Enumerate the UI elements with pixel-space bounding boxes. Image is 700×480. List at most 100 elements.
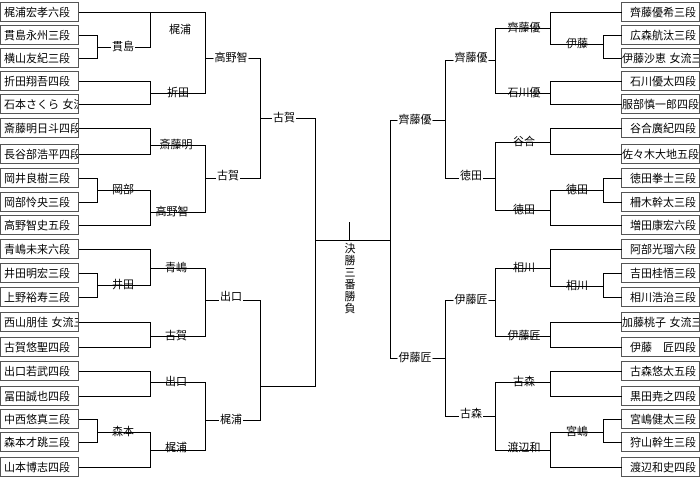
winner-label-left: 出口 <box>219 290 243 304</box>
bracket-line <box>603 35 622 36</box>
bracket-line <box>550 190 604 191</box>
winner-label-left: 梶浦 <box>164 441 188 455</box>
bracket-line <box>150 249 151 286</box>
bracket-line <box>550 286 604 287</box>
player-right-8: 柵木幹太三段 <box>621 192 700 212</box>
player-right-0: 齊藤優希三段 <box>621 2 700 22</box>
bracket-line <box>150 212 206 213</box>
bracket-line <box>550 371 622 372</box>
winner-label-right: 伊藤 <box>565 37 589 51</box>
player-right-10: 阿部光瑠六段 <box>621 239 700 259</box>
bracket-line <box>79 225 151 226</box>
player-left-6: 長谷部浩平四段 <box>0 144 79 164</box>
player-left-5: 斎藤明日斗四段 <box>0 118 79 138</box>
bracket-line <box>150 268 206 269</box>
player-left-0: 梶浦宏孝六段 <box>0 2 79 22</box>
player-right-13: 加藤桃子 女流三段 <box>621 312 700 332</box>
bracket-line <box>79 202 98 203</box>
bracket-line <box>150 190 151 226</box>
bracket-line <box>79 12 151 13</box>
bracket-line <box>550 396 622 397</box>
bracket-line <box>495 210 551 211</box>
bracket-line <box>550 190 551 226</box>
final-label-char: 番 <box>344 278 356 291</box>
bracket-line <box>550 225 622 226</box>
bracket-line <box>79 442 98 443</box>
bracket-line <box>79 273 98 274</box>
winner-label-left: 古賀 <box>272 111 296 125</box>
bracket-line <box>150 93 206 94</box>
player-left-14: 古賀悠聖四段 <box>0 337 79 357</box>
bracket-line <box>495 268 496 337</box>
bracket-line <box>79 297 98 298</box>
final-label-char: 三 <box>344 266 356 279</box>
bracket-line <box>550 128 622 129</box>
bracket-line <box>150 322 151 348</box>
player-left-17: 中西悠真三段 <box>0 409 79 429</box>
bracket-line <box>550 128 551 155</box>
bracket-line <box>150 12 151 48</box>
bracket-line <box>205 268 206 337</box>
player-left-11: 井田明宏三段 <box>0 263 79 283</box>
bracket-line <box>603 273 622 274</box>
bracket-line <box>150 128 151 155</box>
player-right-5: 谷合廣紀四段 <box>621 118 700 138</box>
bracket-line <box>79 419 98 420</box>
player-right-19: 渡辺和史四段 <box>621 457 700 477</box>
winner-label-left: 古賀 <box>164 329 188 343</box>
player-left-1: 貫島永州三段 <box>0 25 79 45</box>
player-right-18: 狩山幹生三段 <box>621 432 700 452</box>
bracket-line <box>205 145 206 213</box>
winner-label-left: 高野智 <box>213 51 249 65</box>
winner-label-right: 渡辺和 <box>506 441 542 455</box>
bracket-line <box>150 336 206 337</box>
bracket-line <box>550 154 622 155</box>
final-label-char: 決 <box>344 242 356 255</box>
player-left-12: 上野裕寿三段 <box>0 287 79 307</box>
bracket-line <box>260 300 261 421</box>
winner-label-right: 伊藤匠 <box>397 351 433 365</box>
player-right-11: 吉田桂悟三段 <box>621 263 700 283</box>
bracket-line <box>150 450 206 451</box>
bracket-line <box>603 442 622 443</box>
bracket-line <box>603 58 622 59</box>
player-left-9: 高野智史五段 <box>0 215 79 235</box>
bracket-line <box>495 142 496 211</box>
bracket-line <box>315 118 316 387</box>
bracket-line <box>79 81 151 82</box>
bracket-line <box>603 178 622 179</box>
bracket-line <box>495 28 551 29</box>
bracket-line <box>550 467 622 468</box>
player-right-1: 広森航汰三段 <box>621 25 700 45</box>
winner-label-right: 古森 <box>459 407 483 421</box>
bracket-line <box>390 120 391 359</box>
bracket-line <box>495 336 551 337</box>
player-right-7: 徳田拳士三段 <box>621 168 700 188</box>
bracket-line <box>445 60 446 179</box>
bracket-line <box>603 273 604 298</box>
bracket-line <box>79 467 151 468</box>
winner-label-right: 徳田 <box>459 169 483 183</box>
player-left-4: 石本さくら 女流初段 <box>0 94 79 114</box>
bracket-line <box>79 371 151 372</box>
bracket-line <box>603 297 622 298</box>
bracket-line <box>603 35 604 59</box>
final-match-label: 決勝三番勝負 <box>340 243 360 315</box>
bracket-line <box>603 202 622 203</box>
bracket-line <box>550 81 622 82</box>
player-right-4: 服部慎一郎四段 <box>621 94 700 114</box>
player-left-10: 青嶋未来六段 <box>0 239 79 259</box>
player-right-2: 伊藤沙恵 女流三段 <box>621 48 700 68</box>
bracket-line <box>150 145 206 146</box>
player-right-15: 古森悠太五段 <box>621 361 700 381</box>
bracket-line <box>550 12 622 13</box>
player-left-2: 横山友紀三段 <box>0 48 79 68</box>
player-left-15: 出口若武四段 <box>0 361 79 381</box>
final-label-char: 勝 <box>344 254 356 267</box>
bracket-line <box>495 28 496 94</box>
bracket-line <box>495 450 551 451</box>
bracket-line <box>79 322 151 323</box>
winner-label-right: 宮嶋 <box>565 425 589 439</box>
winner-label-left: 梶浦 <box>168 23 192 37</box>
bracket-line <box>550 347 622 348</box>
